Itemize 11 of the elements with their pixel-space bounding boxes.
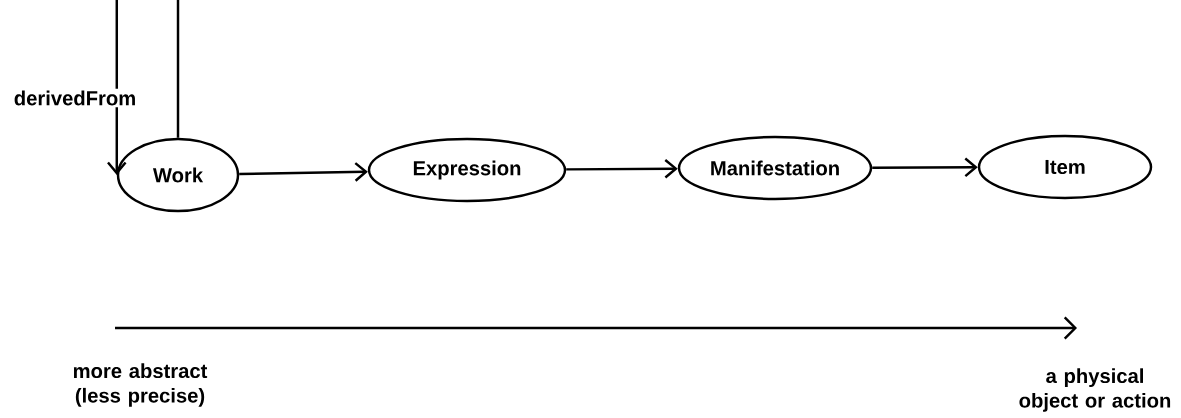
edge-label: derivedFrom (12, 88, 138, 108)
arrow (107, 0, 180, 175)
ellipse-node: Work (116, 137, 240, 213)
ellipse-node: Expression (367, 137, 567, 203)
ellipse-node: Item (977, 134, 1153, 200)
axis-label: a physical object or action (1019, 368, 1171, 412)
ellipse-node: Manifestation (677, 135, 873, 201)
arrow (872, 157, 978, 178)
axis-label: more abstract (less precise) (73, 363, 208, 407)
arrow (239, 162, 368, 182)
arrow (566, 158, 678, 179)
